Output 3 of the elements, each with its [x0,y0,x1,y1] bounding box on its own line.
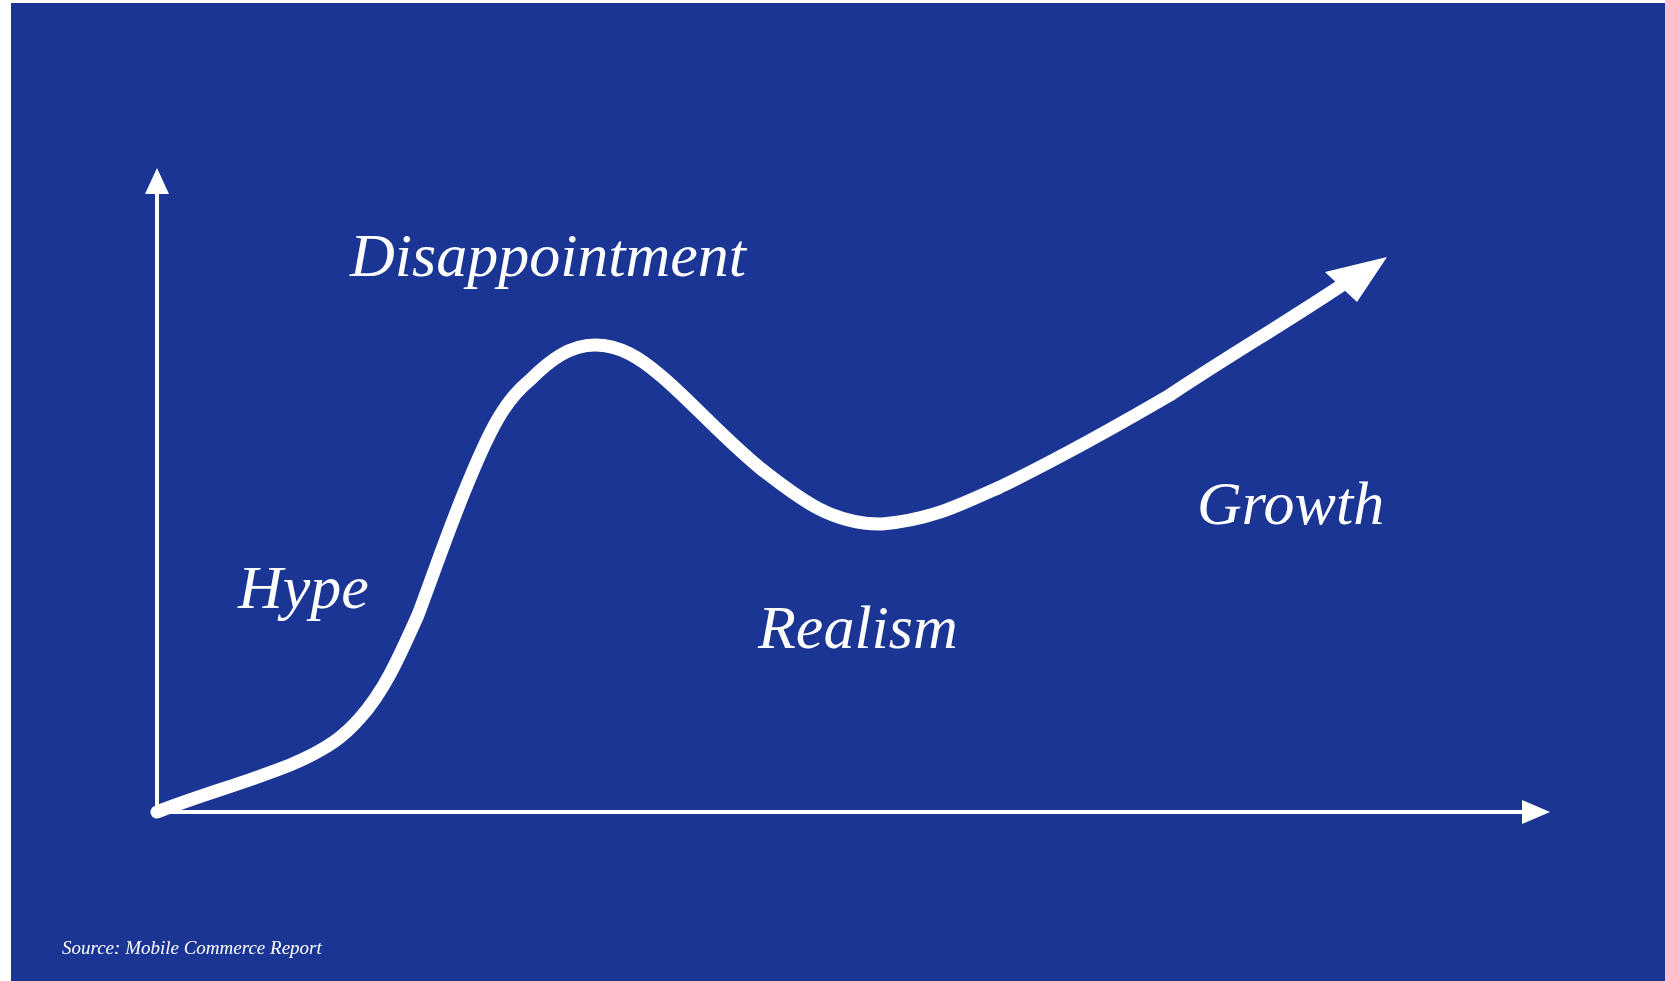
phase-label: Realism [758,596,958,658]
phase-label: Growth [1197,472,1385,534]
source-note: Source: Mobile Commerce Report [62,938,322,957]
